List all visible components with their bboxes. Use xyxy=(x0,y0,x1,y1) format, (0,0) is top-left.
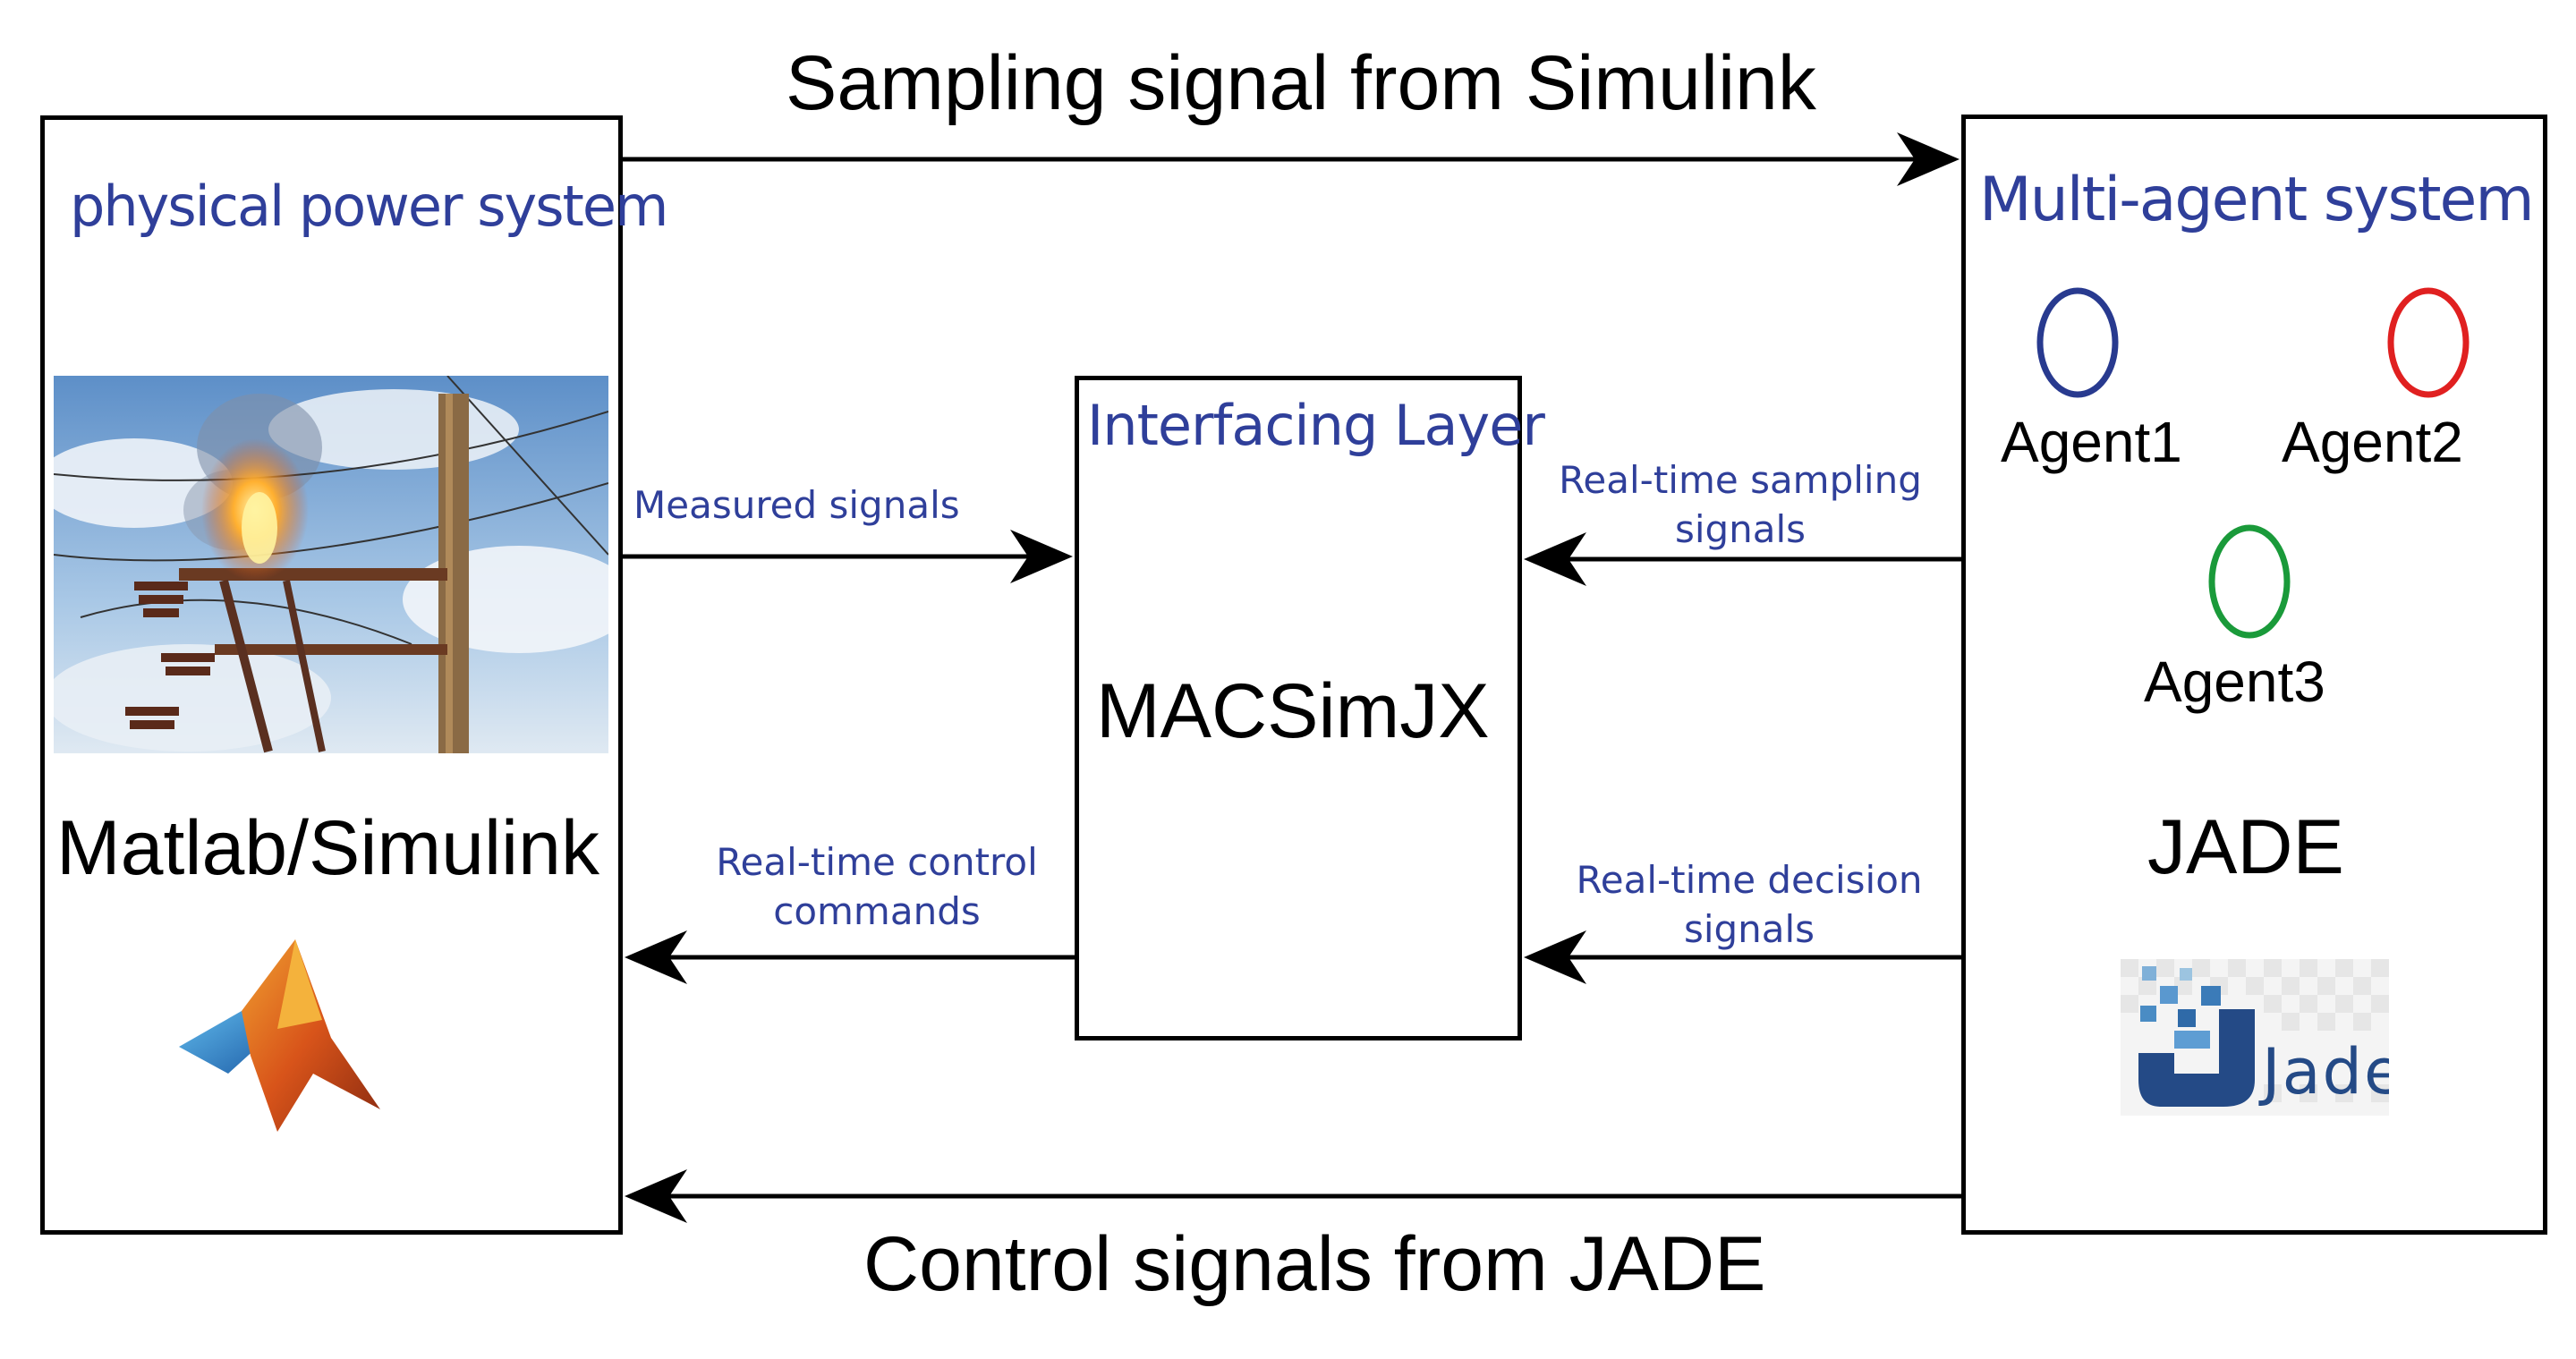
control-commands-line2: commands xyxy=(773,888,981,933)
agent3-circle xyxy=(2208,524,2291,639)
sampling-signals-label: Real-time sampling signals xyxy=(1521,456,1960,554)
jade-logo: Jade xyxy=(2121,959,2389,1116)
agent2-label: Agent2 xyxy=(2282,410,2463,474)
sampling-arrow xyxy=(623,132,1960,186)
bottom-arrow-label: Control signals from JADE xyxy=(863,1221,1766,1307)
control-commands-arrow xyxy=(625,930,1075,984)
decision-signals-line1: Real-time decision xyxy=(1576,858,1923,902)
decision-signals-label: Real-time decision signals xyxy=(1539,856,1960,954)
agent1-circle xyxy=(2036,287,2119,398)
sampling-signals-line1: Real-time sampling xyxy=(1559,458,1922,502)
top-arrow-label: Sampling signal from Simulink xyxy=(786,40,1816,126)
agent1-label: Agent1 xyxy=(2001,410,2182,474)
power-line-fire-photo xyxy=(54,376,608,753)
multi-agent-system-title: Multi-agent system xyxy=(1979,165,2535,235)
physical-power-system-title: physical power system xyxy=(70,174,668,239)
sampling-signals-arrow xyxy=(1524,532,1961,586)
control-commands-line1: Real-time control xyxy=(716,840,1038,884)
decision-signals-arrow xyxy=(1524,930,1961,984)
control-arrow xyxy=(625,1169,1961,1223)
jade-logo-text: Jade xyxy=(2258,1035,2389,1108)
macsimjx-label: MACSimJX xyxy=(1096,668,1490,754)
interfacing-layer-title: Interfacing Layer xyxy=(1087,393,1545,458)
sampling-signals-line2: signals xyxy=(1674,506,1807,551)
measured-signals-arrow xyxy=(623,530,1073,583)
agent2-circle xyxy=(2387,287,2470,398)
control-commands-label: Real-time control commands xyxy=(689,838,1065,936)
decision-signals-line2: signals xyxy=(1683,906,1815,951)
agents-layer xyxy=(2036,287,2470,639)
jade-label: JADE xyxy=(2147,804,2344,890)
measured-signals-label: Measured signals xyxy=(633,483,960,527)
agent3-label: Agent3 xyxy=(2144,650,2325,714)
interfacing-layer-box xyxy=(1075,376,1522,1040)
matlab-simulink-label: Matlab/Simulink xyxy=(56,805,599,891)
matlab-logo xyxy=(179,939,380,1132)
